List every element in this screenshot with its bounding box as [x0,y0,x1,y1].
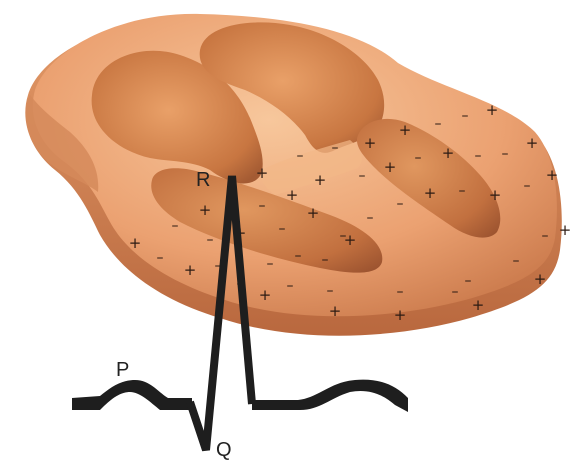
negative-charge-sign: – [475,148,482,164]
negative-charge-sign: – [367,210,374,226]
negative-charge-sign: – [452,284,459,300]
negative-charge-sign: – [397,284,404,300]
positive-charge-sign: + [534,270,547,288]
positive-charge-sign: + [286,186,299,204]
negative-charge-sign: – [524,178,531,194]
negative-charge-sign: – [435,116,442,132]
positive-charge-sign: + [424,184,437,202]
negative-charge-sign: – [207,232,214,248]
negative-charge-sign: – [157,250,164,266]
negative-charge-sign: – [459,183,466,199]
negative-charge-sign: – [322,252,329,268]
negative-charge-sign: – [295,248,302,264]
negative-charge-sign: – [172,218,179,234]
positive-charge-sign: + [442,144,455,162]
positive-charge-sign: + [314,171,327,189]
heart-cross-section-illustration: +––++––++––+–+–+–+–+–––++–+–++–+––––++––… [25,14,571,336]
q-wave-label: Q [216,439,232,460]
ecg-t-wave [252,380,408,412]
bottom-right-blank-panel [262,428,572,460]
positive-charge-sign: + [307,204,320,222]
positive-charge-sign: + [199,201,212,219]
ecg-baseline-left [72,380,192,410]
negative-charge-sign: – [332,140,339,156]
positive-charge-sign: + [526,134,539,152]
negative-charge-sign: – [297,148,304,164]
positive-charge-sign: + [384,158,397,176]
negative-charge-sign: – [462,108,469,124]
positive-charge-sign: + [184,261,197,279]
positive-charge-sign: + [559,221,572,239]
positive-charge-sign: + [364,134,377,152]
positive-charge-sign: + [472,296,485,314]
negative-charge-sign: – [502,146,509,162]
p-wave-label: P [116,359,129,381]
r-wave-label: R [196,169,210,191]
positive-charge-sign: + [399,121,412,139]
positive-charge-sign: + [394,306,407,324]
positive-charge-sign: + [129,234,142,252]
negative-charge-sign: – [267,256,274,272]
negative-charge-sign: – [397,196,404,212]
negative-charge-sign: – [279,221,286,237]
positive-charge-sign: + [256,164,269,182]
positive-charge-sign: + [489,186,502,204]
negative-charge-sign: – [513,253,520,269]
negative-charge-sign: – [359,168,366,184]
positive-charge-sign: + [486,101,499,119]
negative-charge-sign: – [465,273,472,289]
negative-charge-sign: – [327,283,334,299]
negative-charge-sign: – [259,198,266,214]
negative-charge-sign: – [287,278,294,294]
positive-charge-sign: + [329,302,342,320]
positive-charge-sign: + [344,231,357,249]
negative-charge-sign: – [542,228,549,244]
positive-charge-sign: + [259,286,272,304]
negative-charge-sign: – [415,150,422,166]
positive-charge-sign: + [546,166,559,184]
